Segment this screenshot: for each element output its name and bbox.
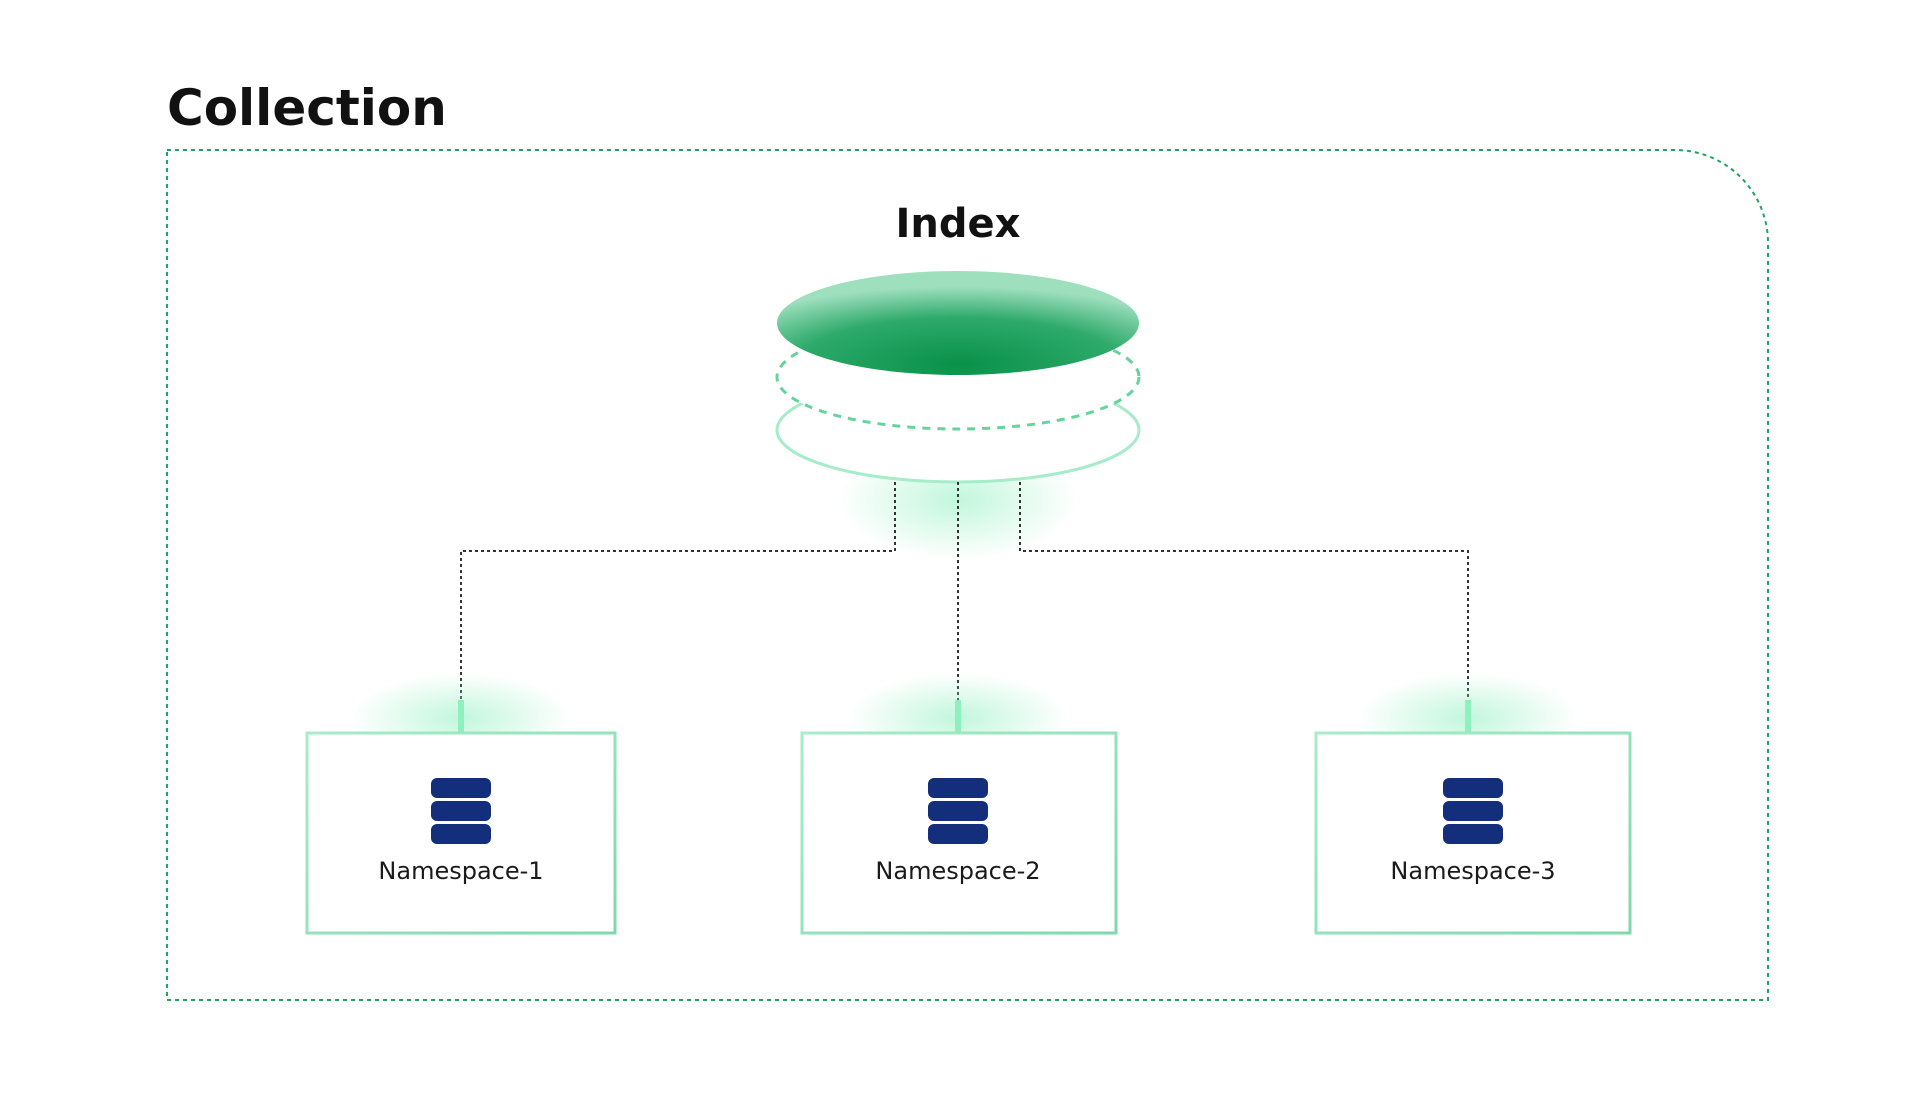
index-icon [775, 271, 1141, 484]
namespace-box-1: Namespace-1 [305, 673, 617, 935]
database-stack-icon [431, 778, 491, 844]
connector-namespace-3 [1019, 482, 1469, 700]
namespace-label: Namespace-3 [1390, 857, 1555, 885]
collection-title: Collection [167, 79, 447, 137]
connector-namespace-1 [460, 482, 896, 700]
database-stack-icon [1443, 778, 1503, 844]
index-title: Index [896, 201, 1021, 247]
namespace-label: Namespace-1 [378, 857, 543, 885]
namespace-box-3: Namespace-3 [1314, 673, 1632, 935]
connectors [460, 482, 1469, 700]
namespace-label: Namespace-2 [875, 857, 1040, 885]
namespace-box-2: Namespace-2 [800, 673, 1118, 935]
database-stack-icon [928, 778, 988, 844]
